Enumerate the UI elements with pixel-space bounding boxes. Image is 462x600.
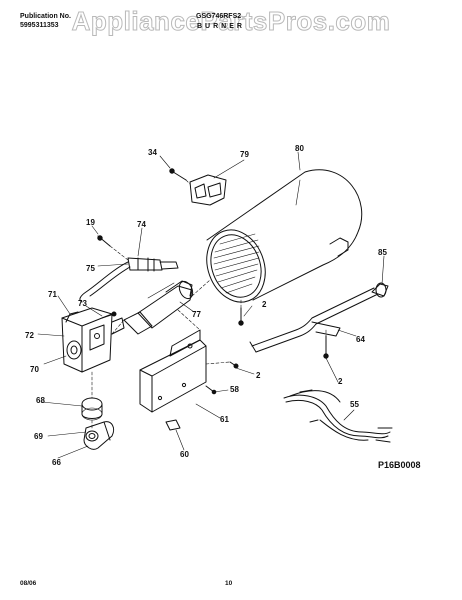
callout-70: 70: [30, 365, 39, 374]
part-2-screws: [205, 307, 329, 395]
callout-71: 71: [48, 290, 57, 299]
page-number: 10: [225, 580, 233, 587]
part-70-gas-valve: [61, 307, 125, 373]
part-68-fitting: [81, 397, 103, 421]
diagram-code: P16B0008: [378, 460, 421, 470]
callout-2-drum: 2: [262, 300, 267, 309]
publication-label: Publication No.: [20, 13, 71, 20]
part-19-screw: [97, 235, 111, 247]
callout-77: 77: [192, 310, 201, 319]
publication-number: 5995311353: [20, 22, 59, 29]
callout-66: 66: [52, 458, 61, 467]
callout-34: 34: [148, 148, 157, 157]
callout-74: 74: [137, 220, 146, 229]
callout-19: 19: [86, 218, 95, 227]
callout-60: 60: [180, 450, 189, 459]
callout-69: 69: [34, 432, 43, 441]
assembly-guide-lines: [91, 179, 327, 429]
section-title: BURNER: [197, 23, 245, 30]
part-73-screw: [101, 311, 117, 319]
part-55-wire-harness: [283, 389, 393, 443]
callout-73: 73: [78, 299, 87, 308]
callout-2-tube: 2: [338, 377, 343, 386]
part-79-bracket: [189, 174, 227, 206]
footer-date: 08/06: [20, 580, 37, 587]
part-66-elbow: [83, 421, 115, 450]
callout-80: 80: [295, 144, 304, 153]
part-34-screw: [169, 168, 187, 181]
callout-72: 72: [25, 331, 34, 340]
callout-58: 58: [230, 385, 239, 394]
model-number: GSG746RFS2: [196, 13, 242, 20]
watermark: AppliancePartsPros.com: [71, 6, 391, 37]
callout-79: 79: [240, 150, 249, 159]
callout-2-bracket: 2: [256, 371, 261, 380]
part-77-burner-tube: [123, 280, 194, 335]
part-60-clip: [165, 419, 181, 431]
callout-68: 68: [36, 396, 45, 405]
part-85-fitting: [371, 283, 389, 297]
part-80-burner-drum: [206, 169, 363, 303]
callout-leaders: [37, 151, 385, 459]
part-61-bracket: [139, 329, 207, 413]
part-64-gas-tube: [249, 282, 387, 353]
part-74-igniter: [79, 257, 179, 303]
callout-85: 85: [378, 248, 387, 257]
callout-75: 75: [86, 264, 95, 273]
callout-64: 64: [356, 335, 365, 344]
callout-61: 61: [220, 415, 229, 424]
callout-55: 55: [350, 400, 359, 409]
